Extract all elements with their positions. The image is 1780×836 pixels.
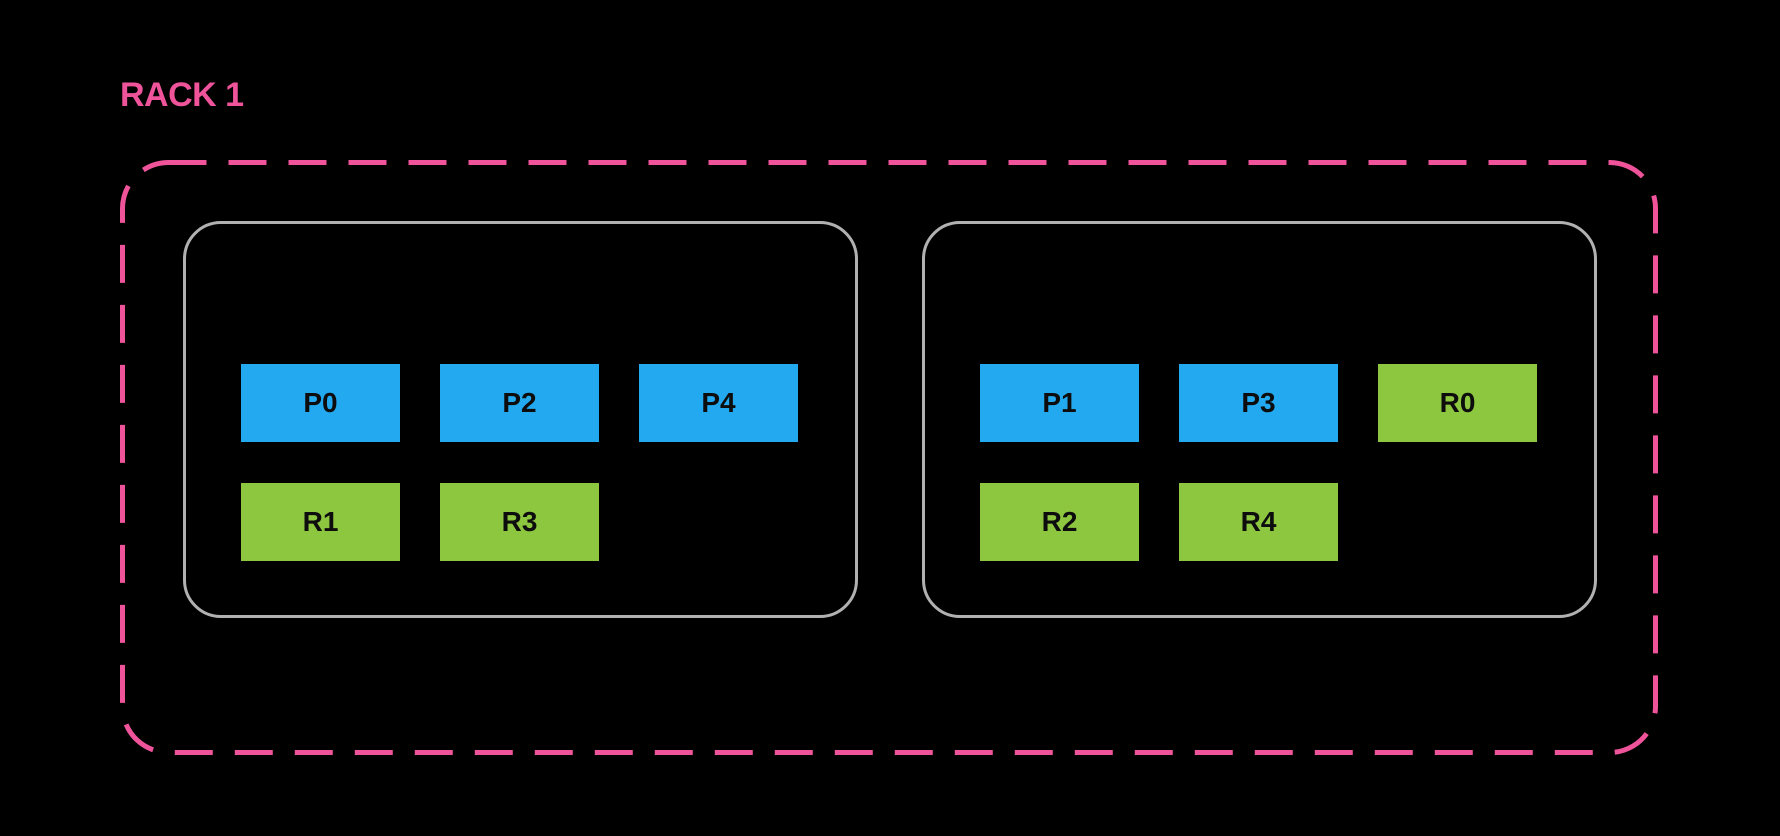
shard-slot: R3 <box>440 483 599 561</box>
slot-grid: P1 P3 R0 R2 R4 <box>980 364 1537 561</box>
shard-slot: P3 <box>1179 364 1338 442</box>
slot-row: P1 P3 R0 <box>980 364 1537 442</box>
rack-title: RACK 1 <box>120 76 244 114</box>
shard-slot: P2 <box>440 364 599 442</box>
shard-slot: R0 <box>1378 364 1537 442</box>
node-box-left: P0 P2 P4 R1 R3 <box>183 221 858 618</box>
node-box-right: P1 P3 R0 R2 R4 <box>922 221 1597 618</box>
shard-slot: P1 <box>980 364 1139 442</box>
shard-slot: R4 <box>1179 483 1338 561</box>
shard-slot: R1 <box>241 483 400 561</box>
slot-row: R2 R4 <box>980 483 1537 561</box>
slot-grid: P0 P2 P4 R1 R3 <box>241 364 798 561</box>
shard-slot: P0 <box>241 364 400 442</box>
slot-row: R1 R3 <box>241 483 798 561</box>
shard-slot: P4 <box>639 364 798 442</box>
shard-slot: R2 <box>980 483 1139 561</box>
slot-row: P0 P2 P4 <box>241 364 798 442</box>
